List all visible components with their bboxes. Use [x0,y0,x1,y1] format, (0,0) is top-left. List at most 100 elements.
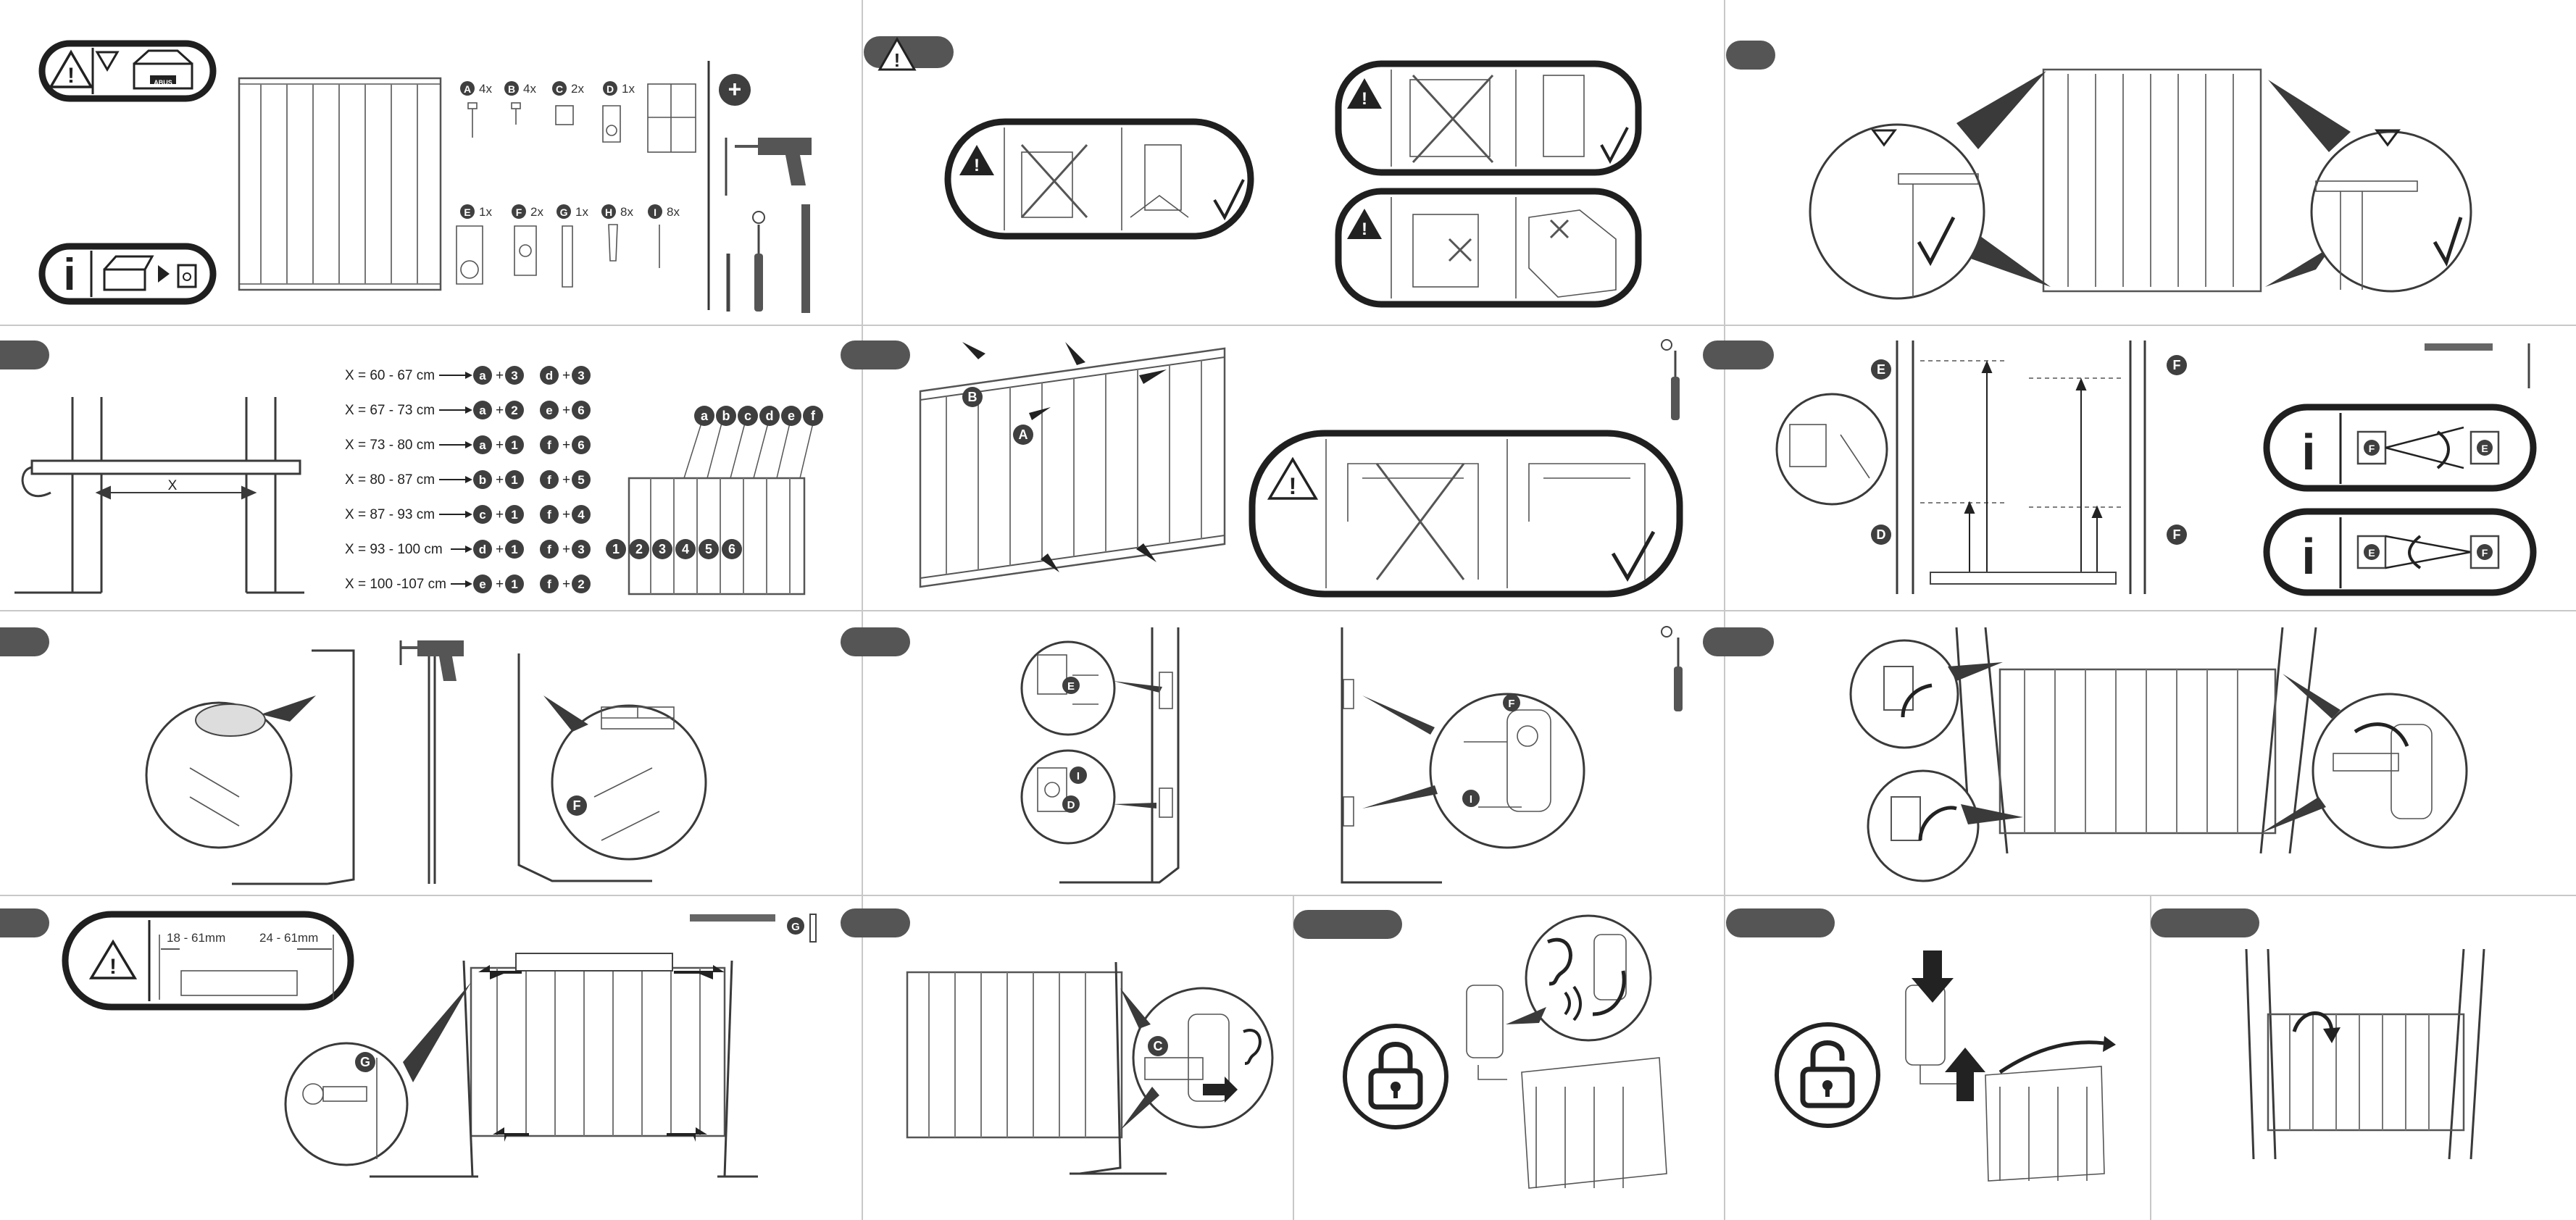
table-row: X = 100 -107 cm e + 1 f + 2 [345,575,591,593]
svg-text:6: 6 [728,542,735,556]
step-pill-14 [2151,908,2259,937]
svg-text:1x: 1x [479,205,492,219]
svg-text:3: 3 [578,543,584,556]
screwdriver-icon [1661,339,1680,420]
table-row: X = 93 - 100 cm d + 1 f + 3 [345,540,591,559]
svg-text:d: d [546,369,553,383]
extension-gate [628,422,814,596]
svg-text:I: I [654,206,656,218]
svg-text:X = 67 - 73 cm: X = 67 - 73 cm [345,403,435,418]
svg-text:2x: 2x [571,82,584,96]
gap-left-label: 18 - 61mm [167,931,225,945]
svg-text:2: 2 [578,577,584,591]
svg-text:+: + [562,577,570,592]
step-pill-7 [0,627,49,656]
warning-triangle-icon: ! [1347,78,1382,109]
step-pill-8 [841,627,910,656]
label-i: I [1077,770,1080,782]
svg-text:1: 1 [511,543,517,556]
svg-text:!: ! [974,156,980,175]
svg-text:6: 6 [578,404,584,417]
warning-triangle-icon: ! [1347,209,1382,239]
ear-icon [1547,937,1572,986]
part-label-e: E 1x [460,204,492,219]
check-mark-icon [1213,179,1245,221]
svg-text:+: + [562,542,570,557]
svg-text:C: C [556,83,563,95]
step-pill-6 [1703,340,1774,369]
panel-gate-ends [1809,68,2472,300]
panel-click-latch: C [906,961,1274,1175]
gate-illustration [2267,1013,2465,1132]
drill-icon [735,138,812,185]
step-pill-11 [841,908,910,937]
label-g: G [360,1055,370,1069]
assembly-arrows [962,342,1167,572]
gate-illustration [238,77,442,291]
step-pill-3 [1726,41,1775,70]
part-label-b: B 4x [504,81,536,96]
svg-text:!: ! [109,955,117,979]
part-shapes-row2 [456,224,660,288]
gate-illustration [1998,668,2277,835]
adjust-arrows [478,965,725,1142]
svg-text:a: a [479,369,486,383]
svg-text:!: ! [1362,220,1367,239]
label-i: I [1470,793,1472,806]
panel-extension-assembly: B A ! [919,339,1683,598]
screwdriver-icon [754,225,763,312]
plus-small-icon [752,211,765,224]
part-label-f: F 2x [512,204,543,219]
svg-text:+: + [496,577,504,592]
svg-text:+: + [562,507,570,522]
warning-frame-door [1335,60,1642,176]
step-pill-9 [1703,627,1774,656]
extension-letter-discs: a b c d e f [694,406,823,426]
spirit-level-icon [1930,572,2117,585]
svg-text:4: 4 [682,542,689,556]
svg-text:8x: 8x [667,205,680,219]
svg-text:!: ! [1289,473,1297,499]
svg-text:G: G [560,206,568,218]
padlock-open-icon [1775,1022,1880,1128]
wrench-icon [809,914,817,943]
svg-text:+: + [496,403,504,418]
part-label-g: G 1x [557,204,588,219]
spirit-level-icon [2425,343,2493,351]
label-f-top: F [2173,358,2181,372]
svg-text:c: c [744,409,751,423]
padlock-closed-icon [1343,1024,1449,1129]
svg-text:X = 93 - 100 cm: X = 93 - 100 cm [345,542,443,557]
svg-text:!: ! [1362,89,1367,109]
svg-text:X = 73 - 80 cm: X = 73 - 80 cm [345,438,435,453]
warning-triangle-icon: ! [88,939,138,979]
check-mark-icon [1600,127,1629,164]
panel-measure: X X = 60 - 67 cm a + 3 d + 3 X = 67 - 73… [14,366,823,596]
panel-adjust-gaps: ! 18 - 61mm 24 - 61mm G G [62,911,817,1178]
label-f: F [1508,698,1514,710]
svg-text:f: f [547,577,551,591]
svg-text:1: 1 [511,473,517,487]
part-label-a: A 4x [460,81,492,96]
svg-text:1: 1 [511,577,517,591]
svg-text:f: f [547,438,551,452]
svg-text:e: e [546,404,552,417]
info-frame-f-to-e [2263,508,2537,596]
svg-text:b: b [722,409,730,423]
step-pill-5 [841,340,910,369]
part-label-c: C 2x [552,81,584,96]
brand-label: ABUS [154,79,172,86]
svg-text:f: f [547,543,551,556]
warning-frame-orientation [1249,430,1683,598]
svg-text:8x: 8x [620,205,633,219]
panel-brackets: E I D F I [1020,626,1683,884]
svg-text:H: H [605,206,612,218]
svg-text:e: e [479,577,485,591]
svg-text:5: 5 [578,473,584,487]
warning-frame-gaps [62,911,354,1011]
svg-text:F: F [2369,443,2375,454]
svg-text:+: + [562,472,570,488]
step-pills [0,36,2259,939]
svg-text:f: f [811,409,816,423]
step-pill-13 [1726,908,1835,937]
